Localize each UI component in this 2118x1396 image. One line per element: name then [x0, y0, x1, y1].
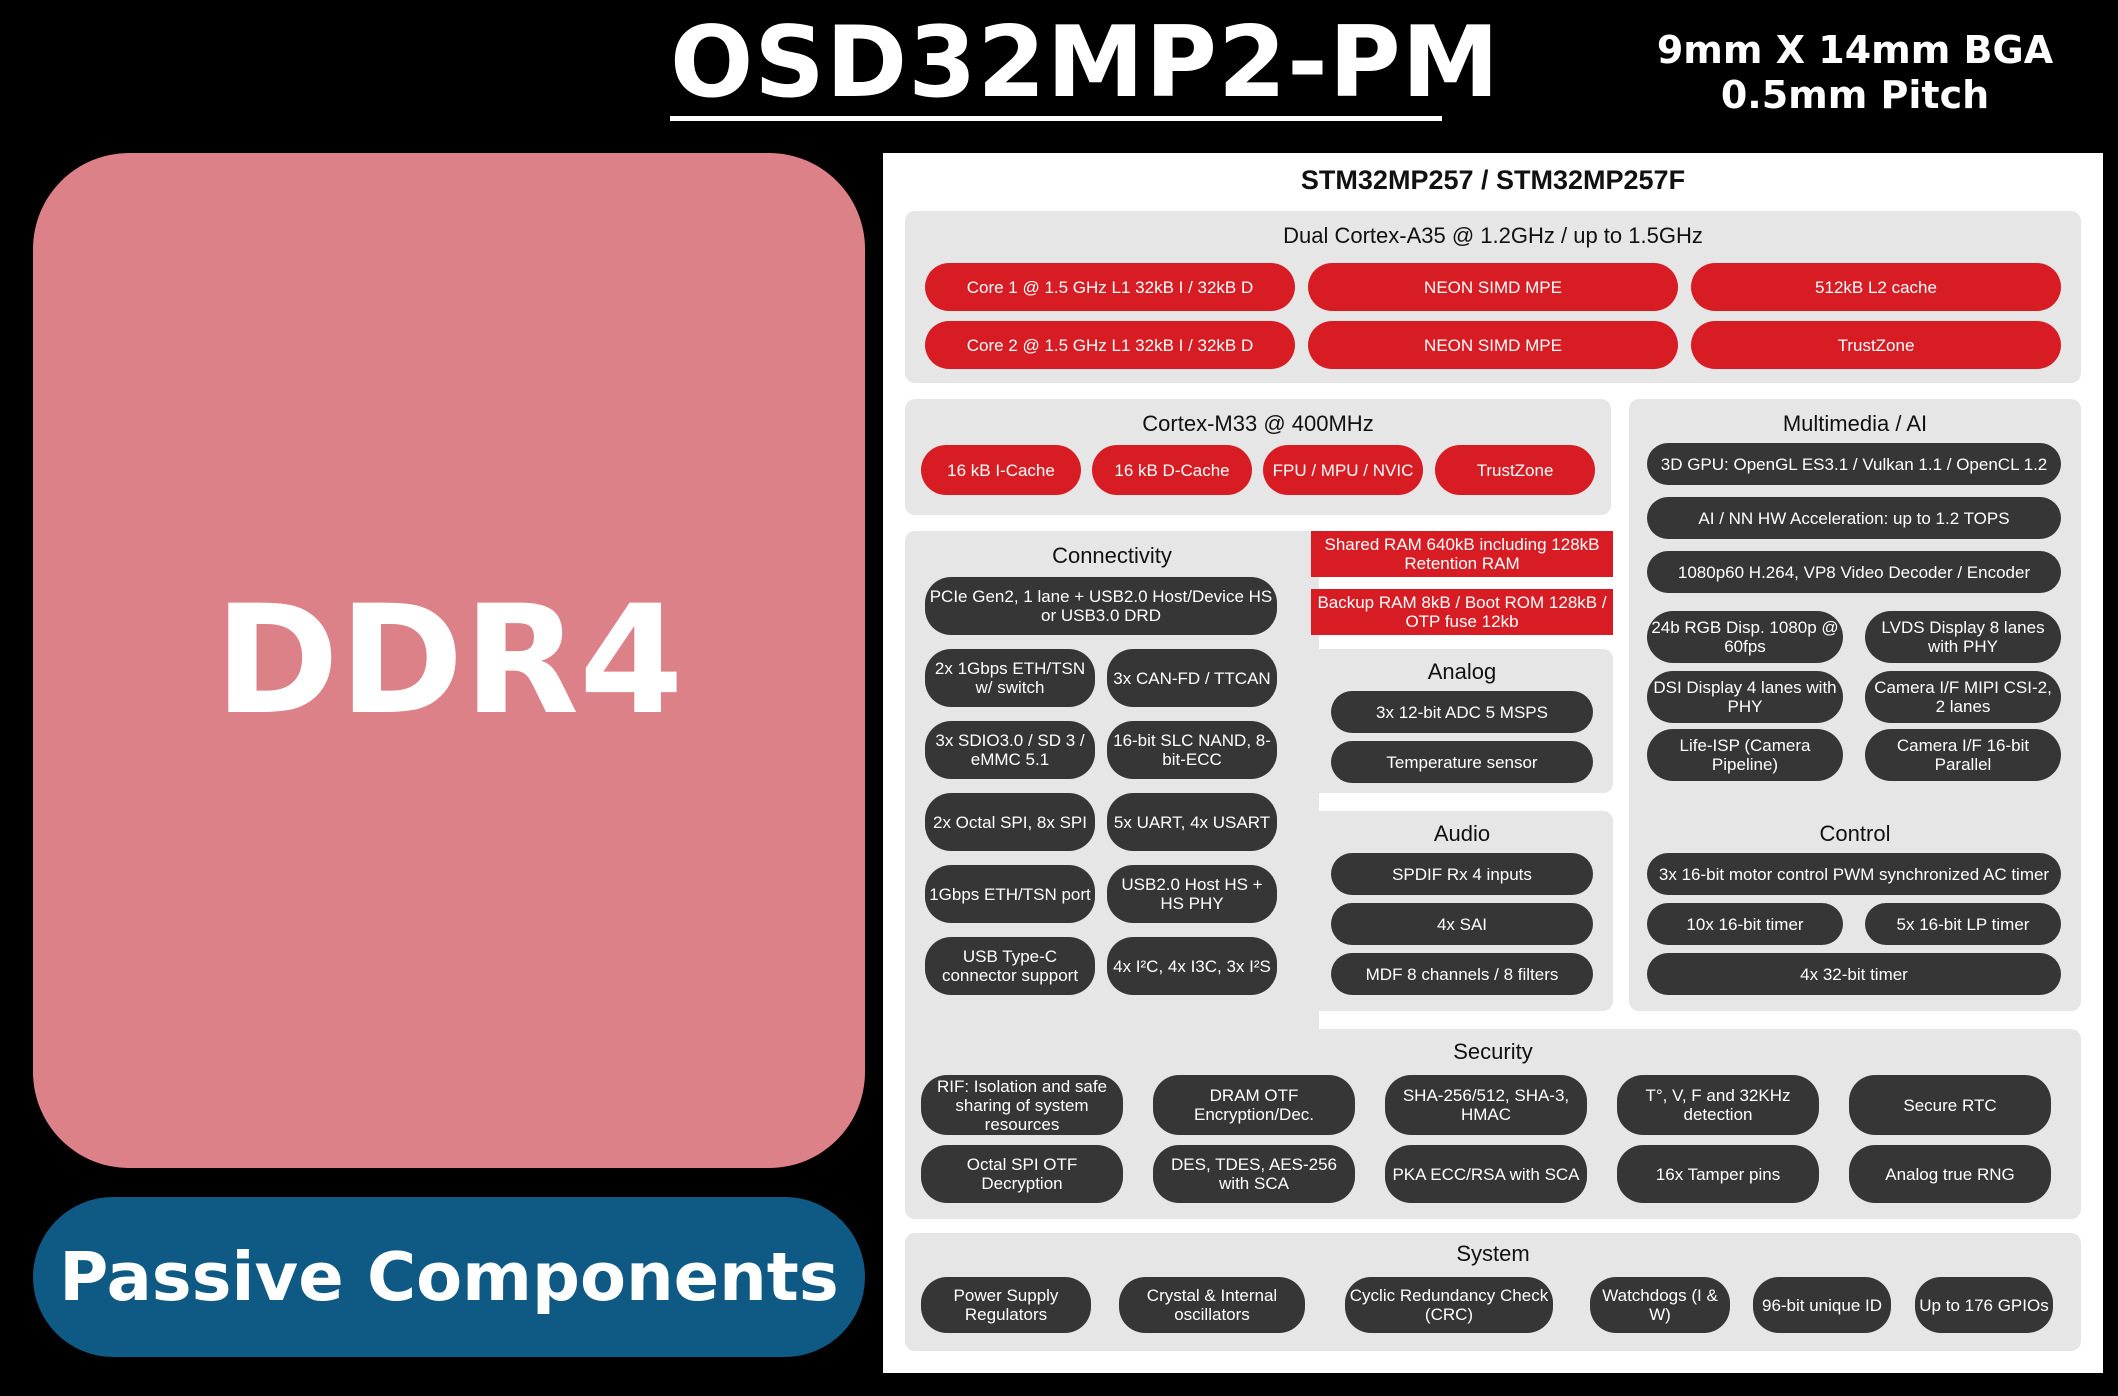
mm-lvds-display: LVDS Display 8 lanes with PHY — [1865, 611, 2061, 663]
sec-rng: Analog true RNG — [1849, 1145, 2051, 1203]
conn-sdio: 3x SDIO3.0 / SD 3 / eMMC 5.1 — [925, 721, 1095, 779]
audio-mdf: MDF 8 channels / 8 filters — [1331, 953, 1593, 995]
sec-sha: SHA-256/512, SHA-3, HMAC — [1385, 1075, 1587, 1135]
m33-trustzone: TrustZone — [1435, 445, 1595, 495]
audio-spdif: SPDIF Rx 4 inputs — [1331, 853, 1593, 895]
soc-title: STM32MP257 / STM32MP257F — [1300, 165, 1686, 195]
multimedia-title: Multimedia / AI — [1782, 411, 1928, 436]
conn-eth-port: 1Gbps ETH/TSN port — [925, 865, 1095, 923]
sec-dram-otf: DRAM OTF Encryption/Dec. — [1153, 1075, 1355, 1135]
panel-cortex-a35: Dual Cortex-A35 @ 1.2GHz / up to 1.5GHz … — [905, 211, 2081, 383]
cortex-a35-title: Dual Cortex-A35 @ 1.2GHz / up to 1.5GHz — [1283, 223, 1703, 248]
package-pitch: 0.5mm Pitch — [1720, 73, 1990, 117]
a35-trustzone: TrustZone — [1691, 321, 2061, 369]
sec-rtc: Secure RTC — [1849, 1075, 2051, 1135]
panel-audio: Audio SPDIF Rx 4 inputs 4x SAI MDF 8 cha… — [1311, 811, 1613, 1011]
sec-rif: RIF: Isolation and safe sharing of syste… — [921, 1075, 1123, 1135]
control-pwm: 3x 16-bit motor control PWM synchronized… — [1647, 853, 2061, 895]
analog-adc: 3x 12-bit ADC 5 MSPS — [1331, 691, 1593, 733]
control-32bit-timer: 4x 32-bit timer — [1647, 953, 2061, 995]
sec-pka: PKA ECC/RSA with SCA — [1385, 1145, 1587, 1203]
package-info: 9mm X 14mm BGA 0.5mm Pitch — [1620, 28, 2090, 118]
sys-unique-id: 96-bit unique ID — [1753, 1277, 1891, 1333]
mm-life-isp: Life-ISP (Camera Pipeline) — [1647, 729, 1843, 781]
mm-dsi-display: DSI Display 4 lanes with PHY — [1647, 671, 1843, 723]
control-title: Control — [1819, 821, 1891, 846]
m33-icache: 16 kB I-Cache — [921, 445, 1081, 495]
sec-ospi-decrypt: Octal SPI OTF Decryption — [921, 1145, 1123, 1203]
a35-core1: Core 1 @ 1.5 GHz L1 32kB I / 32kB D — [925, 263, 1295, 311]
mm-parallel-camera: Camera I/F 16-bit Parallel — [1865, 729, 2061, 781]
passive-components-block: Passive Components — [33, 1197, 865, 1357]
sec-tamper-pins: 16x Tamper pins — [1617, 1145, 1819, 1203]
control-lp-timer: 5x 16-bit LP timer — [1865, 903, 2061, 945]
package-size: 9mm X 14mm BGA — [1656, 28, 2054, 72]
conn-usb-host: USB2.0 Host HS + HS PHY — [1107, 865, 1277, 923]
analog-temp-sensor: Temperature sensor — [1331, 741, 1593, 783]
sys-oscillators: Crystal & Internal oscillators — [1119, 1277, 1305, 1333]
mm-csi-camera: Camera I/F MIPI CSI-2, 2 lanes — [1865, 671, 2061, 723]
conn-spi: 2x Octal SPI, 8x SPI — [925, 793, 1095, 851]
a35-core2: Core 2 @ 1.5 GHz L1 32kB I / 32kB D — [925, 321, 1295, 369]
analog-title: Analog — [1427, 659, 1497, 684]
m33-dcache: 16 kB D-Cache — [1092, 445, 1252, 495]
system-title: System — [1456, 1241, 1530, 1266]
a35-neon-2: NEON SIMD MPE — [1308, 321, 1678, 369]
audio-sai: 4x SAI — [1331, 903, 1593, 945]
panel-analog: Analog 3x 12-bit ADC 5 MSPS Temperature … — [1311, 649, 1613, 793]
backup-ram: Backup RAM 8kB / Boot ROM 128kB / OTP fu… — [1311, 589, 1613, 635]
panel-system: System Power Supply Regulators Crystal &… — [905, 1233, 2081, 1351]
sec-tamper-detection: T°, V, F and 32KHz detection — [1617, 1075, 1819, 1135]
conn-usb-typec: USB Type-C connector support — [925, 937, 1095, 995]
connectivity-title: Connectivity — [1052, 543, 1172, 568]
diagram-title: OSD32MP2-PM — [670, 6, 1501, 121]
conn-eth-switch: 2x 1Gbps ETH/TSN w/ switch — [925, 649, 1095, 707]
cortex-m33-title: Cortex-M33 @ 400MHz — [1142, 411, 1374, 436]
shared-ram: Shared RAM 640kB including 128kB Retenti… — [1311, 531, 1613, 577]
m33-fpu: FPU / MPU / NVIC — [1263, 445, 1423, 495]
audio-title: Audio — [1433, 821, 1491, 846]
panel-security: Security RIF: Isolation and safe sharing… — [905, 1029, 2081, 1219]
a35-neon-1: NEON SIMD MPE — [1308, 263, 1678, 311]
conn-pcie-usb: PCIe Gen2, 1 lane + USB2.0 Host/Device H… — [925, 577, 1277, 635]
security-title: Security — [1453, 1039, 1533, 1064]
sys-gpios: Up to 176 GPIOs — [1915, 1277, 2053, 1333]
sys-crc: Cyclic Redundancy Check (CRC) — [1345, 1277, 1553, 1333]
panel-control: Control 3x 16-bit motor control PWM sync… — [1629, 811, 2081, 1011]
mm-video-codec: 1080p60 H.264, VP8 Video Decoder / Encod… — [1647, 551, 2061, 593]
control-16bit-timer: 10x 16-bit timer — [1647, 903, 1843, 945]
ddr4-block: DDR4 — [33, 153, 865, 1168]
conn-uart: 5x UART, 4x USART — [1107, 793, 1277, 851]
sys-watchdogs: Watchdogs (I & W) — [1590, 1277, 1730, 1333]
mm-rgb-display: 24b RGB Disp. 1080p @ 60fps — [1647, 611, 1843, 663]
mm-ai-accel: AI / NN HW Acceleration: up to 1.2 TOPS — [1647, 497, 2061, 539]
mm-gpu: 3D GPU: OpenGL ES3.1 / Vulkan 1.1 / Open… — [1647, 443, 2061, 485]
conn-i2c-i3c-i2s: 4x I²C, 4x I3C, 3x I²S — [1107, 937, 1277, 995]
sys-power-supply: Power Supply Regulators — [921, 1277, 1091, 1333]
a35-l2-cache: 512kB L2 cache — [1691, 263, 2061, 311]
conn-can-fd: 3x CAN-FD / TTCAN — [1107, 649, 1277, 707]
panel-cortex-m33: Cortex-M33 @ 400MHz 16 kB I-Cache 16 kB … — [905, 399, 1611, 515]
sec-aes: DES, TDES, AES-256 with SCA — [1153, 1145, 1355, 1203]
conn-nand: 16-bit SLC NAND, 8-bit-ECC — [1107, 721, 1277, 779]
soc-board: STM32MP257 / STM32MP257F Dual Cortex-A35… — [883, 153, 2103, 1373]
